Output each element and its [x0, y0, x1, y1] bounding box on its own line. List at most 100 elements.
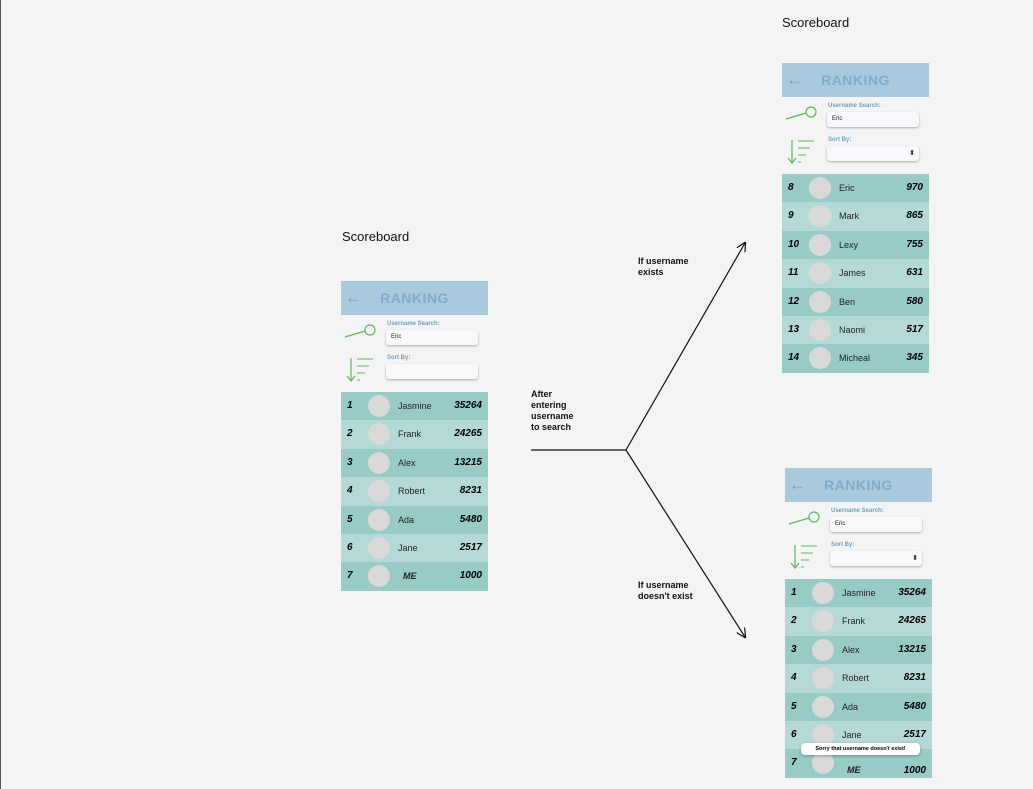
- username-search-input[interactable]: Eric: [386, 330, 478, 345]
- avatar: [809, 262, 831, 285]
- player-name: Alex: [398, 457, 416, 468]
- avatar: [368, 508, 390, 531]
- table-row[interactable]: 3 Alex 13215: [341, 448, 488, 478]
- player-name: Alex: [842, 644, 860, 655]
- table-row[interactable]: 5 Ada 5480: [785, 692, 932, 721]
- frame-title-left: Scoreboard: [342, 229, 410, 244]
- player-score: 2517: [903, 728, 926, 740]
- error-toast: Sorry that username doesn't exist!: [801, 743, 920, 755]
- arrow-left-icon[interactable]: ←: [786, 70, 803, 89]
- table-row[interactable]: 11 James 631: [782, 259, 929, 288]
- search-label: Username Search:: [387, 321, 440, 327]
- avatar: [809, 177, 831, 199]
- player-name: Eric: [839, 183, 855, 193]
- player-score: 13215: [898, 643, 926, 655]
- rank-number: 10: [788, 238, 800, 250]
- player-score: 1000: [459, 570, 482, 582]
- player-name: Frank: [842, 616, 866, 627]
- player-score: 24265: [454, 428, 482, 440]
- player-name: Micheal: [839, 353, 871, 364]
- avatar: [812, 667, 834, 690]
- username-search-input[interactable]: Eric: [830, 517, 922, 532]
- avatar: [809, 233, 831, 256]
- annotation-after-search: After entering username to search: [531, 389, 574, 432]
- player-score: 5480: [903, 700, 926, 712]
- sort-label: Sort By:: [828, 137, 852, 143]
- annotation-not-exists: If username doesn't exist: [638, 580, 693, 601]
- sort-by-select[interactable]: [386, 364, 478, 379]
- avatar: [812, 723, 834, 746]
- rank-number: 7: [347, 570, 353, 582]
- avatar: [809, 347, 831, 370]
- player-name: James: [839, 268, 866, 279]
- player-score: 8231: [459, 485, 482, 497]
- table-row[interactable]: 3 Alex 13215: [785, 635, 932, 665]
- sort-by-select[interactable]: ⬍: [830, 551, 922, 566]
- search-icon: [784, 105, 818, 126]
- rank-number: 5: [791, 700, 797, 712]
- player-name: Jasmine: [398, 401, 432, 411]
- rank-number: 7: [791, 757, 797, 769]
- rank-number: 3: [347, 456, 353, 468]
- player-score: 24265: [898, 615, 926, 627]
- player-score: 13215: [454, 456, 482, 468]
- player-score: 1000: [903, 765, 926, 777]
- player-name: Lexy: [839, 239, 859, 250]
- rank-number: 1: [347, 400, 353, 411]
- sort-by-select[interactable]: ⬍: [827, 146, 919, 161]
- player-name: Jane: [842, 729, 862, 740]
- player-score: 631: [906, 267, 923, 279]
- search-label: Username Search:: [828, 103, 881, 109]
- arrow-left-icon[interactable]: ←: [345, 288, 362, 307]
- avatar: [812, 610, 834, 633]
- header-title: RANKING: [380, 290, 449, 306]
- canvas-edge: [0, 0, 1, 789]
- sort-icon: [345, 356, 375, 389]
- username-search-input[interactable]: Eric: [827, 112, 919, 127]
- sort-icon: [786, 138, 816, 171]
- player-score: 345: [906, 352, 923, 364]
- rank-number: 6: [791, 728, 797, 740]
- flow-arrow-not-exists: [625, 449, 745, 637]
- player-score: 35264: [454, 400, 482, 411]
- table-row[interactable]: 9 Mark 865: [782, 202, 929, 231]
- rank-number: 11: [788, 267, 799, 279]
- player-name: Mark: [839, 211, 859, 222]
- player-name: Ada: [842, 701, 859, 712]
- sort-label: Sort By:: [831, 542, 855, 548]
- header-title: RANKING: [821, 72, 890, 88]
- player-score: 865: [906, 210, 923, 222]
- rank-number: 9: [788, 210, 794, 222]
- header-bar: ← RANKING: [782, 63, 929, 97]
- avatar: [368, 536, 390, 559]
- rank-number: 3: [791, 643, 797, 655]
- player-score: 35264: [898, 587, 926, 598]
- player-score: 5480: [459, 513, 482, 525]
- avatar: [368, 423, 390, 446]
- rank-number: 12: [788, 295, 800, 307]
- table-row[interactable]: 1 Jasmine 35264: [341, 392, 488, 421]
- player-score: 970: [906, 182, 923, 193]
- arrow-left-icon[interactable]: ←: [789, 475, 806, 494]
- search-label: Username Search:: [831, 508, 884, 514]
- avatar: [812, 695, 834, 718]
- player-name: Robert: [842, 673, 870, 684]
